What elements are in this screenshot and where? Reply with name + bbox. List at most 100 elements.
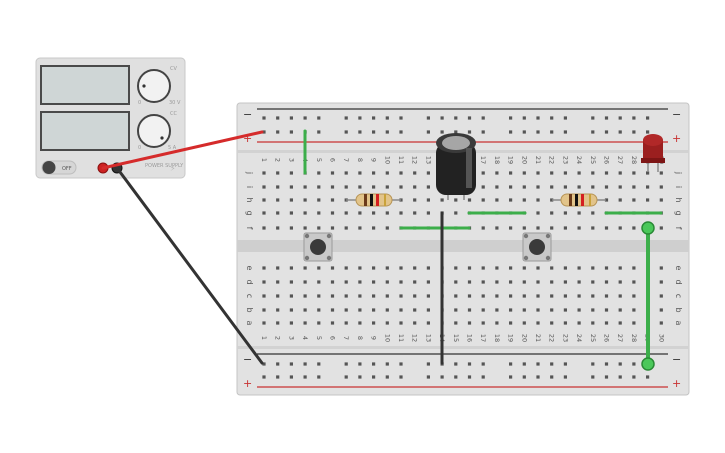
hole-i3[interactable] [289,185,293,189]
rail-hole-1-17[interactable] [536,130,540,134]
rail-hole-0-7[interactable] [372,116,376,120]
hole-c17[interactable] [481,294,485,298]
rail-hole-1-8[interactable] [385,130,389,134]
pushbutton-right[interactable] [522,232,552,262]
rail-hole-3-19[interactable] [563,375,567,379]
rail-hole-3-9[interactable] [399,375,403,379]
hole-j18[interactable] [495,171,499,175]
hole-g11[interactable] [399,211,403,215]
rail-hole-2-20[interactable] [591,362,595,366]
hole-a16[interactable] [467,321,472,325]
wire-endpoint-top[interactable] [641,221,655,235]
hole-e6[interactable] [330,266,335,270]
hole-a4[interactable] [303,321,307,325]
hole-j20[interactable] [522,171,526,175]
rail-hole-3-11[interactable] [440,375,444,379]
hole-i8[interactable] [358,185,362,189]
hole-b21[interactable] [536,308,540,312]
rail-hole-2-0[interactable] [262,362,266,366]
hole-j24[interactable] [577,171,581,175]
hole-a13[interactable] [426,321,430,325]
hole-a18[interactable] [495,321,499,325]
hole-d8[interactable] [358,280,362,284]
hole-c24[interactable] [577,294,581,298]
hole-c9[interactable] [372,294,376,298]
resistor-right[interactable] [552,193,606,207]
rail-hole-2-17[interactable] [536,362,540,366]
hole-i18[interactable] [495,185,499,189]
hole-g7[interactable] [344,211,348,215]
rail-hole-0-1[interactable] [276,116,280,120]
hole-e19[interactable] [509,266,513,270]
hole-d25[interactable] [591,280,595,284]
hole-f27[interactable] [618,226,622,230]
power-switch[interactable]: OFF [41,160,77,175]
hole-i2[interactable] [276,185,280,189]
hole-i1[interactable] [262,185,266,189]
hole-d12[interactable] [413,280,417,284]
hole-d27[interactable] [618,280,622,284]
rail-hole-0-14[interactable] [481,116,485,120]
hole-d24[interactable] [577,280,581,284]
hole-j9[interactable] [372,171,376,175]
hole-h15[interactable] [454,198,458,202]
red-led[interactable] [641,134,665,172]
rail-hole-2-12[interactable] [454,362,458,366]
hole-a23[interactable] [563,321,567,325]
hole-b4[interactable] [303,308,307,312]
hole-b25[interactable] [591,308,595,312]
hole-c1[interactable] [262,294,266,298]
rail-hole-1-12[interactable] [454,130,458,134]
rail-hole-1-15[interactable] [509,130,513,134]
hole-a10[interactable] [385,321,389,325]
rail-hole-0-15[interactable] [509,116,513,120]
rail-hole-0-12[interactable] [454,116,458,120]
rail-hole-2-9[interactable] [399,362,403,366]
hole-j29[interactable] [646,171,650,175]
hole-f4[interactable] [303,226,307,230]
rail-hole-1-5[interactable] [344,130,348,134]
red-wire-power[interactable] [101,130,264,170]
hole-b16[interactable] [467,308,472,312]
rail-hole-0-10[interactable] [426,116,430,120]
rail-hole-0-11[interactable] [440,116,444,120]
hole-c6[interactable] [330,294,335,298]
rail-hole-1-16[interactable] [522,130,526,134]
rail-hole-1-23[interactable] [632,130,636,134]
hole-f26[interactable] [604,226,609,230]
rail-hole-3-0[interactable] [262,375,266,379]
hole-e7[interactable] [344,266,348,270]
hole-e28[interactable] [632,266,636,270]
hole-a1[interactable] [262,321,266,325]
rail-hole-0-21[interactable] [604,116,609,120]
hole-i10[interactable] [385,185,389,189]
hole-a22[interactable] [550,321,554,325]
rail-hole-3-17[interactable] [536,375,540,379]
hole-c8[interactable] [358,294,362,298]
wire-endpoint-bottom[interactable] [641,357,655,371]
rail-hole-3-3[interactable] [303,375,307,379]
rail-hole-2-1[interactable] [276,362,280,366]
rail-hole-3-8[interactable] [385,375,389,379]
rail-hole-1-14[interactable] [481,130,485,134]
pushbutton-left[interactable] [303,232,333,262]
hole-j27[interactable] [618,171,622,175]
rail-hole-3-24[interactable] [646,375,650,379]
rail-hole-0-8[interactable] [385,116,389,120]
rail-hole-1-21[interactable] [604,130,609,134]
hole-d7[interactable] [344,280,348,284]
rail-hole-3-10[interactable] [426,375,430,379]
hole-a8[interactable] [358,321,362,325]
hole-b2[interactable] [276,308,280,312]
hole-i7[interactable] [344,185,348,189]
hole-b20[interactable] [522,308,526,312]
hole-c2[interactable] [276,294,280,298]
hole-f21[interactable] [536,226,540,230]
hole-d23[interactable] [563,280,567,284]
hole-b18[interactable] [495,308,499,312]
rail-hole-0-18[interactable] [550,116,554,120]
hole-d11[interactable] [399,280,403,284]
hole-e20[interactable] [522,266,526,270]
rail-hole-3-6[interactable] [358,375,362,379]
hole-b15[interactable] [454,308,458,312]
